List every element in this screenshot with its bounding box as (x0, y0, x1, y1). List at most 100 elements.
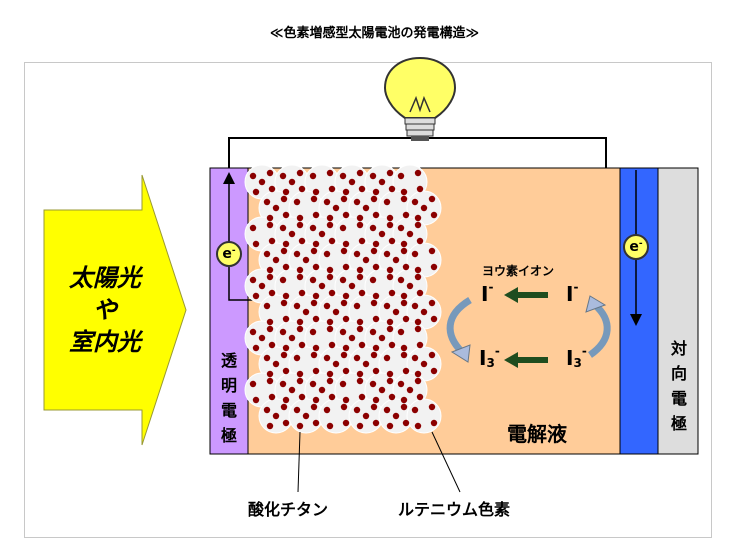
ruthenium-dye-dot (402, 419, 410, 427)
ruthenium-dye-dot (279, 380, 287, 388)
triiodide-left: I3- (479, 344, 500, 370)
ruthenium-dye-dot (280, 299, 288, 307)
ruthenium-dye-dot (258, 178, 266, 186)
ruthenium-dye-dot (378, 386, 386, 394)
ruthenium-dye-dot (411, 406, 419, 414)
ruthenium-dye-dot (386, 318, 394, 326)
ruthenium-dye-dot (340, 247, 348, 255)
ruthenium-dye-dot (388, 185, 396, 193)
iodide-left: I- (481, 280, 494, 306)
ruthenium-dye-dot (372, 240, 380, 248)
ruthenium-dye-dot (420, 360, 428, 368)
ruthenium-dye-dot (296, 370, 304, 378)
ruthenium-dye-dot (420, 204, 428, 212)
ruthenium-dye-dot (268, 237, 276, 245)
ruthenium-dye-dot (348, 282, 356, 290)
counter-electrode-blue (619, 167, 659, 455)
dye-pointer-line (431, 431, 461, 493)
ruthenium-dye-dot (369, 224, 377, 232)
ruthenium-dye-dot (310, 351, 318, 359)
ruthenium-dye-dot (282, 367, 290, 375)
electron-right-icon: e- (623, 234, 649, 260)
ruthenium-dye-dot (378, 334, 386, 342)
ruthenium-dye-dot (268, 185, 276, 193)
ruthenium-dye-dot (430, 419, 438, 427)
ruthenium-dye-dot (326, 169, 334, 177)
ruthenium-dye-dot (402, 367, 410, 375)
ruthenium-dye-dot (296, 221, 304, 229)
ruthenium-dye-dot (353, 354, 361, 362)
ruthenium-dye-dot (397, 224, 405, 232)
ruthenium-dye-dot (263, 354, 271, 362)
ruthenium-dye-dot (356, 370, 364, 378)
iodine-ion-label: ヨウ素イオン (482, 264, 555, 278)
ruthenium-dye-dot (356, 325, 364, 333)
ruthenium-dye-dot (280, 403, 288, 411)
ruthenium-dye-dot (411, 250, 419, 258)
ruthenium-dye-dot (342, 240, 350, 248)
ruthenium-dye-dot (386, 377, 394, 385)
ruthenium-dye-dot (279, 172, 287, 180)
ruthenium-dye-dot (293, 406, 301, 414)
ruthenium-dye-dot (428, 247, 436, 255)
ruthenium-dye-dot (263, 406, 271, 414)
ruthenium-dye-dot (372, 292, 380, 300)
ruthenium-dye-dot (388, 237, 396, 245)
electron-left-icon: e- (216, 241, 242, 267)
ruthenium-dye-dot (282, 263, 290, 271)
ruthenium-dye-dot (369, 380, 377, 388)
ruthenium-dye-dot (272, 360, 280, 368)
ruthenium-dye-dot (266, 221, 274, 229)
ruthenium-dye-dot (326, 370, 334, 378)
ruthenium-dye-dot (326, 318, 334, 326)
ruthenium-dye-dot (340, 299, 348, 307)
ruthenium-dye-dot (342, 367, 350, 375)
ruthenium-dye-dot (372, 344, 380, 352)
ruthenium-dye-dot (326, 214, 334, 222)
ruthenium-dye-dot (266, 377, 274, 385)
ruthenium-dye-dot (310, 299, 318, 307)
ruthenium-dye-dot (312, 292, 320, 300)
ruthenium-dye-dot (414, 221, 422, 229)
ruthenium-dye-dot (279, 328, 287, 336)
ruthenium-dye-dot (296, 169, 304, 177)
ruthenium-dye-dot (369, 276, 377, 284)
ruthenium-dye-dot (356, 214, 364, 222)
ruthenium-dye-dot (353, 198, 361, 206)
ruthenium-dye-dot (397, 380, 405, 388)
titanium-oxide-particle (318, 398, 354, 434)
counter-electrode-gray (657, 167, 699, 455)
ruthenium-dye-dot (353, 406, 361, 414)
ruthenium-dye-dot (392, 412, 400, 420)
ruthenium-dye-dot (312, 263, 320, 271)
sunlight-label: 太陽光 や 室内光 (44, 262, 166, 358)
ruthenium-dye-dot (356, 422, 364, 430)
ruthenium-dye-dot (288, 334, 296, 342)
ruthenium-dye-dot (318, 386, 326, 394)
ruthenium-dye-dot (249, 328, 257, 336)
ruthenium-dye-dot (348, 178, 356, 186)
ruthenium-dye-dot (309, 380, 317, 388)
ruthenium-dye-dot (312, 396, 320, 404)
ruthenium-dye-dot (392, 308, 400, 316)
ruthenium-dye-dot (397, 172, 405, 180)
ruthenium-dye-dot (400, 403, 408, 411)
ruthenium-dye-dot (280, 195, 288, 203)
ruthenium-dye-dot (252, 240, 260, 248)
ruthenium-dye-label: ルテニウム色素 (398, 500, 511, 519)
ruthenium-dye-dot (326, 325, 334, 333)
ruthenium-dye-dot (372, 396, 380, 404)
ruthenium-dye-dot (323, 406, 331, 414)
ruthenium-dye-dot (340, 195, 348, 203)
ruthenium-dye-dot (372, 367, 380, 375)
ruthenium-dye-dot (282, 211, 290, 219)
ruthenium-dye-dot (339, 328, 347, 336)
ruthenium-dye-dot (339, 172, 347, 180)
ruthenium-dye-dot (369, 172, 377, 180)
ruthenium-dye-dot (252, 292, 260, 300)
ruthenium-dye-dot (263, 198, 271, 206)
ruthenium-dye-dot (296, 214, 304, 222)
titanium-oxide-particle (406, 398, 442, 434)
ruthenium-dye-dot (400, 247, 408, 255)
ruthenium-dye-dot (293, 198, 301, 206)
